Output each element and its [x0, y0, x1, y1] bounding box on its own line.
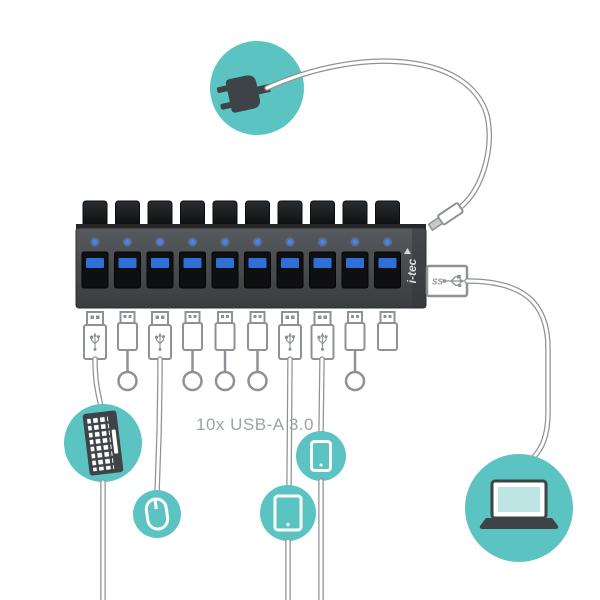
keyboard-cable: [92, 356, 104, 410]
caption: 10x USB-A 3.0: [196, 415, 314, 434]
usb-port-2: [114, 251, 141, 289]
power-button-4: [180, 200, 205, 228]
cable-loops: [117, 349, 366, 392]
usb-plugs: [84, 311, 398, 359]
power-button-10: [375, 200, 400, 228]
itec-logo-triangle: [404, 248, 411, 254]
cable-loop-5: [214, 370, 236, 392]
usb-plug-8: [312, 312, 334, 359]
led-indicator-2: [123, 237, 132, 247]
usb-plug-1: [84, 312, 106, 359]
cable-loop-9: [344, 370, 366, 392]
phone-cable: [318, 356, 325, 436]
itec-logo: i-tec: [404, 248, 419, 283]
usb-plug-3: [149, 312, 171, 359]
tablet-cable: [286, 356, 293, 490]
power-button-6: [245, 200, 270, 228]
usb-port-6: [244, 251, 271, 289]
mouse-circle: [133, 490, 181, 538]
power-cable: [264, 58, 492, 209]
usb-b-plug: SS: [425, 264, 469, 298]
power-button-2: [115, 200, 140, 228]
smartphone-circle: [296, 431, 346, 481]
led-indicator-7: [285, 237, 295, 247]
hub-end-cap: [412, 228, 426, 308]
power-button-5: [212, 200, 238, 228]
usb-plug-4: [182, 311, 203, 351]
usb-plug-7: [279, 312, 301, 359]
led-indicator-3: [155, 237, 165, 247]
power-button-7: [277, 200, 303, 228]
dc-power-connector: [427, 202, 464, 232]
led-indicator-6: [253, 237, 262, 247]
usb-port-9: [341, 251, 369, 289]
power-button-9: [342, 200, 368, 228]
usb-port-5: [211, 251, 239, 289]
tablet-icon: [273, 494, 303, 532]
power-button-1: [82, 200, 108, 228]
led-indicator-9: [350, 237, 360, 247]
usb-plug-5: [214, 311, 236, 351]
led-indicator-8: [318, 237, 327, 247]
cable-loop-2: [117, 370, 138, 392]
smartphone-icon: [310, 440, 332, 472]
usb-port-8: [309, 251, 336, 289]
usb-port-7: [276, 251, 304, 289]
mouse-cable: [154, 356, 163, 495]
led-indicator-5: [220, 237, 230, 247]
usb-port-1: [81, 251, 109, 289]
power-button-3: [147, 200, 173, 228]
keyboard-icon: [82, 410, 124, 476]
usb-plug-6: [247, 311, 268, 351]
cable-loop-4: [182, 370, 203, 392]
usb-port-10: [374, 251, 401, 289]
usb-plug-9: [344, 311, 366, 351]
itec-logo-text: i-tec: [405, 258, 419, 283]
tablet-circle: [260, 485, 316, 541]
usb-port-3: [146, 251, 174, 289]
usb-port-4: [179, 251, 206, 289]
ss-usb-label: SS: [432, 278, 443, 287]
usb-plug-10: [377, 311, 398, 351]
laptop-cable: [464, 278, 551, 460]
power-buttons: [82, 200, 400, 228]
led-indicator-1: [90, 237, 100, 247]
led-indicator-4: [188, 237, 197, 247]
led-indicator-10: [383, 237, 392, 247]
usb-hub: i-tec: [75, 200, 427, 309]
mouse-icon: [144, 497, 170, 531]
usb-plug-2: [117, 311, 138, 351]
laptop-icon: [479, 479, 559, 529]
cable-loop-6: [247, 370, 268, 392]
power-button-8: [310, 200, 335, 228]
